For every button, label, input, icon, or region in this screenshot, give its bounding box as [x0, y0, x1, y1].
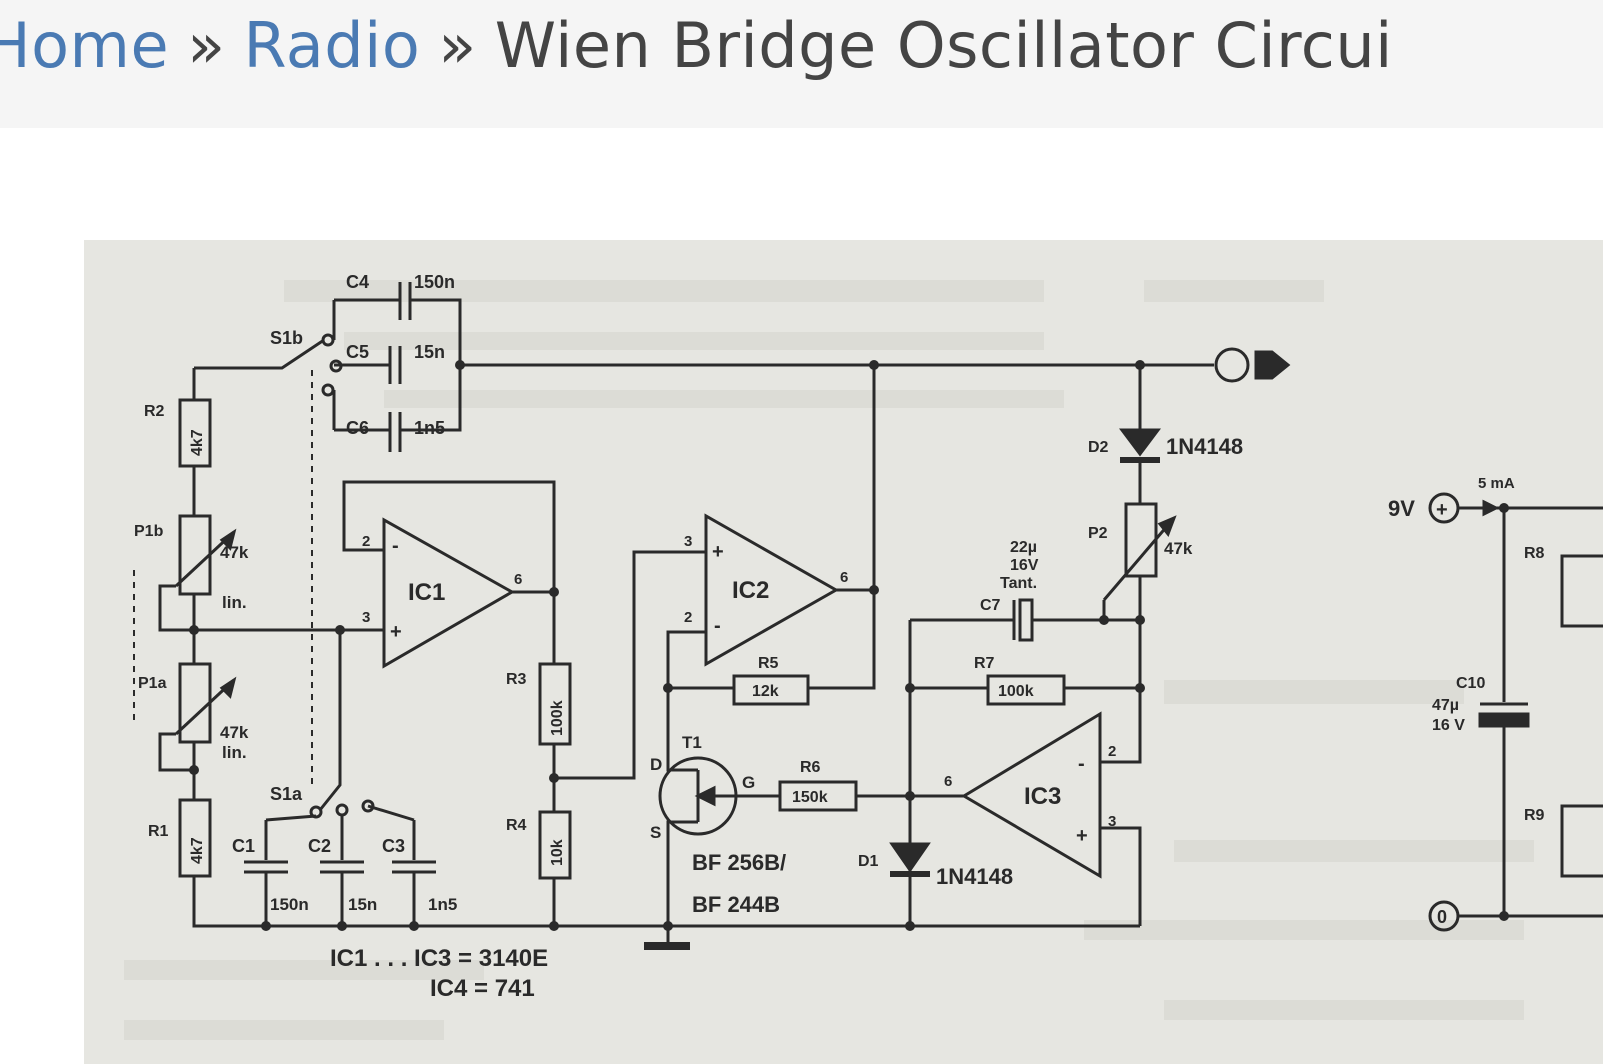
- label-supply-voltage: 9V: [1388, 496, 1415, 521]
- breadcrumb-separator: »: [438, 9, 477, 82]
- label-r4-value: 10k: [549, 839, 566, 866]
- label-t1-drain: D: [650, 755, 662, 774]
- label-c3: C3: [382, 836, 405, 856]
- label-c2: C2: [308, 836, 331, 856]
- label-s1b: S1b: [270, 328, 303, 348]
- label-p1b: P1b: [134, 523, 164, 540]
- label-r8: R8: [1524, 545, 1545, 562]
- label-c5-value: 15n: [414, 342, 445, 362]
- label-c6-value: 1n5: [414, 418, 445, 438]
- label-ic3-pin6: 6: [944, 773, 952, 790]
- breadcrumb-link-home[interactable]: Home: [0, 9, 170, 82]
- breadcrumb-current-page: Wien Bridge Oscillator Circui: [494, 9, 1393, 82]
- label-ic1-pin6: 6: [514, 571, 522, 588]
- label-c6: C6: [346, 418, 369, 438]
- label-ic-note-1: IC1 . . . IC3 = 3140E: [330, 945, 548, 972]
- label-p1b-value: 47k: [220, 543, 249, 562]
- label-r9: R9: [1524, 807, 1545, 824]
- schematic-image: C4 150n C5 15n C6 1n5 S1b R2 4k7 P1b 47k…: [84, 240, 1603, 1064]
- label-c10-value-2: 16 V: [1432, 717, 1465, 734]
- label-s1a: S1a: [270, 784, 303, 804]
- label-ic3-pin2: 2: [1108, 743, 1116, 760]
- label-ic3: IC3: [1024, 783, 1061, 810]
- label-ic3-plus: +: [1076, 825, 1088, 847]
- label-c7-value-1: 22µ: [1010, 539, 1037, 556]
- label-c2-value: 15n: [348, 895, 377, 914]
- label-d2: D2: [1088, 439, 1109, 456]
- label-t1-type-2: BF 244B: [692, 892, 780, 917]
- label-p1a-value: 47k: [220, 723, 249, 742]
- label-ic1-minus: -: [392, 535, 399, 557]
- label-d1: D1: [858, 853, 879, 870]
- label-c1-value: 150n: [270, 895, 309, 914]
- breadcrumb: Home»Radio»Wien Bridge Oscillator Circui: [0, 6, 1393, 86]
- label-ic3-pin3: 3: [1108, 813, 1116, 830]
- label-ic2-pin6: 6: [840, 569, 848, 586]
- label-ic1-pin2: 2: [362, 533, 370, 550]
- label-r2-value: 4k7: [189, 429, 206, 456]
- label-c10-value-1: 47µ: [1432, 697, 1459, 714]
- label-r2: R2: [144, 403, 165, 420]
- label-c7-value-2: 16V: [1010, 557, 1039, 574]
- label-ic2-minus: -: [714, 615, 721, 637]
- label-c4: C4: [346, 272, 369, 292]
- label-ic1: IC1: [408, 579, 445, 606]
- label-r3-value: 100k: [549, 700, 566, 736]
- label-d2-value: 1N4148: [1166, 434, 1243, 459]
- label-t1-source: S: [650, 823, 661, 842]
- label-ic-note-2: IC4 = 741: [430, 975, 535, 1002]
- label-r7-value: 100k: [998, 683, 1034, 700]
- label-supply-plus: +: [1436, 499, 1448, 521]
- label-ic1-plus: +: [390, 621, 402, 643]
- label-c4-value: 150n: [414, 272, 455, 292]
- schematic-labels: C4 150n C5 15n C6 1n5 S1b R2 4k7 P1b 47k…: [134, 272, 1545, 1002]
- label-c3-value: 1n5: [428, 895, 457, 914]
- label-d1-value: 1N4148: [936, 864, 1013, 889]
- label-p2-value: 47k: [1164, 539, 1193, 558]
- breadcrumb-separator: »: [187, 9, 226, 82]
- label-r1: R1: [148, 823, 169, 840]
- label-p1b-taper: lin.: [222, 593, 247, 612]
- label-r7: R7: [974, 655, 995, 672]
- label-ic2: IC2: [732, 577, 769, 604]
- label-c10: C10: [1456, 675, 1485, 692]
- label-c1: C1: [232, 836, 255, 856]
- label-p1a: P1a: [138, 675, 167, 692]
- label-ic1-pin3: 3: [362, 609, 370, 626]
- breadcrumb-link-radio[interactable]: Radio: [243, 9, 421, 82]
- label-r5-value: 12k: [752, 683, 779, 700]
- label-r6: R6: [800, 759, 821, 776]
- junction-dots: [189, 360, 1509, 931]
- label-p1a-taper: lin.: [222, 743, 247, 762]
- label-t1-type-1: BF 256B/: [692, 850, 786, 875]
- label-t1: T1: [682, 733, 702, 752]
- label-ic3-minus: -: [1078, 753, 1085, 775]
- label-r1-value: 4k7: [189, 837, 206, 864]
- label-t1-gate: G: [742, 773, 755, 792]
- label-ic2-plus: +: [712, 541, 724, 563]
- label-p2: P2: [1088, 525, 1108, 542]
- breadcrumb-bar: Home»Radio»Wien Bridge Oscillator Circui: [0, 0, 1603, 128]
- label-r6-value: 150k: [792, 789, 828, 806]
- label-c7-value-3: Tant.: [1000, 575, 1037, 592]
- label-r3: R3: [506, 671, 527, 688]
- label-ground-zero: 0: [1437, 907, 1447, 927]
- label-r5: R5: [758, 655, 779, 672]
- label-r4: R4: [506, 817, 527, 834]
- label-supply-current: 5 mA: [1478, 475, 1515, 492]
- label-ic2-pin2: 2: [684, 609, 692, 626]
- schematic-figure: C4 150n C5 15n C6 1n5 S1b R2 4k7 P1b 47k…: [84, 240, 1603, 1064]
- label-c5: C5: [346, 342, 369, 362]
- label-c7: C7: [980, 597, 1001, 614]
- label-ic2-pin3: 3: [684, 533, 692, 550]
